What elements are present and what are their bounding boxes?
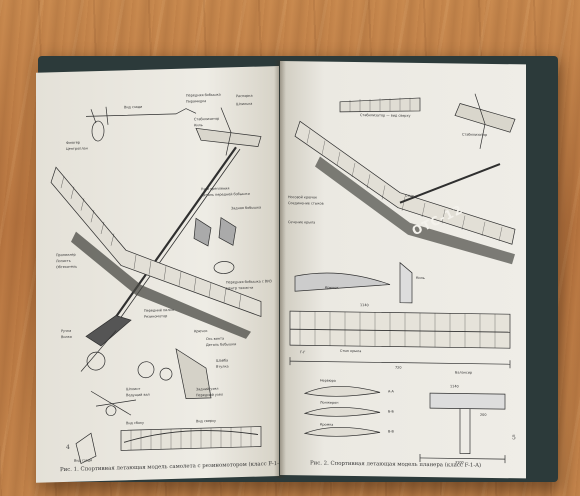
dimension-label: 1140 xyxy=(360,303,369,308)
callout-label: Шплинт xyxy=(126,386,141,392)
page-number: 4 xyxy=(66,443,70,451)
callout-label: Соединение стыков xyxy=(288,201,324,206)
dimension-label: 200 xyxy=(480,412,487,417)
callout-label: Киль xyxy=(194,123,203,128)
dimension-label: 720 xyxy=(395,365,402,370)
book-gutter xyxy=(274,60,286,478)
section-label: Г-Г xyxy=(300,350,306,355)
callout-label: Ось винта xyxy=(206,336,225,342)
callout-label: Киль xyxy=(416,275,425,281)
callout-label: Ведущий вал xyxy=(126,392,150,398)
callout-label: Пропеллер xyxy=(56,252,76,258)
callout-label: Вид сзади xyxy=(124,104,143,110)
callout-label: Шпилька xyxy=(236,101,253,107)
callout-label: Пирамидка xyxy=(186,99,207,104)
callout-label: Носовой крючок xyxy=(288,195,318,200)
page-number: 5 xyxy=(512,434,516,442)
callout-label: Стык крыла xyxy=(340,348,362,354)
callout-label: Флюгер xyxy=(66,140,80,145)
callout-label: Стык xyxy=(405,193,415,198)
view-label: Вид сзади xyxy=(74,458,93,463)
callout-label: Втулка xyxy=(216,364,229,369)
callout-label: Распорка xyxy=(236,93,253,99)
view-label: Вид сбоку xyxy=(126,420,145,426)
callout-label: Сечение крыла xyxy=(288,220,316,225)
callout-label: Стабилизатор xyxy=(462,132,488,137)
dimension-label: 1140 xyxy=(450,384,459,389)
view-label: Вид сверху xyxy=(196,418,217,424)
callout-label: Обтекатель xyxy=(56,264,78,270)
section-label: Б-Б xyxy=(388,409,394,414)
callout-label: Кромка xyxy=(320,422,334,427)
callout-label: Центроплан xyxy=(66,146,88,151)
callout-label: Стабилизатор xyxy=(194,116,220,122)
glider-model-drawing xyxy=(289,93,516,464)
callout-label: Нервюра xyxy=(320,378,336,383)
section-label: А-А xyxy=(388,389,394,394)
callout-label: Лопасть xyxy=(56,258,71,264)
callout-label: Лонжерон xyxy=(320,400,339,405)
callout-label: Резиномотор xyxy=(144,314,168,319)
rubber-model-airplane-drawing xyxy=(50,106,262,465)
section-label: В-В xyxy=(388,429,394,434)
callout-label: Крючок xyxy=(325,285,339,290)
callout-label: Задний узел xyxy=(196,386,219,392)
callout-label: Шайба xyxy=(216,358,229,363)
left-page: Вид сзади Передняя бобышка Пирамидка Рас… xyxy=(36,66,279,483)
callout-label: Крючок xyxy=(194,328,208,334)
callout-label: Вилка xyxy=(61,334,72,340)
callout-label: Балансир xyxy=(455,370,473,375)
callout-label: Ручка xyxy=(61,328,72,334)
callout-label: Стабилизатор — вид сверху xyxy=(360,113,411,118)
right-page: ОТС-12 Стабилизатор — вид сверху Стык Но… xyxy=(280,61,526,479)
